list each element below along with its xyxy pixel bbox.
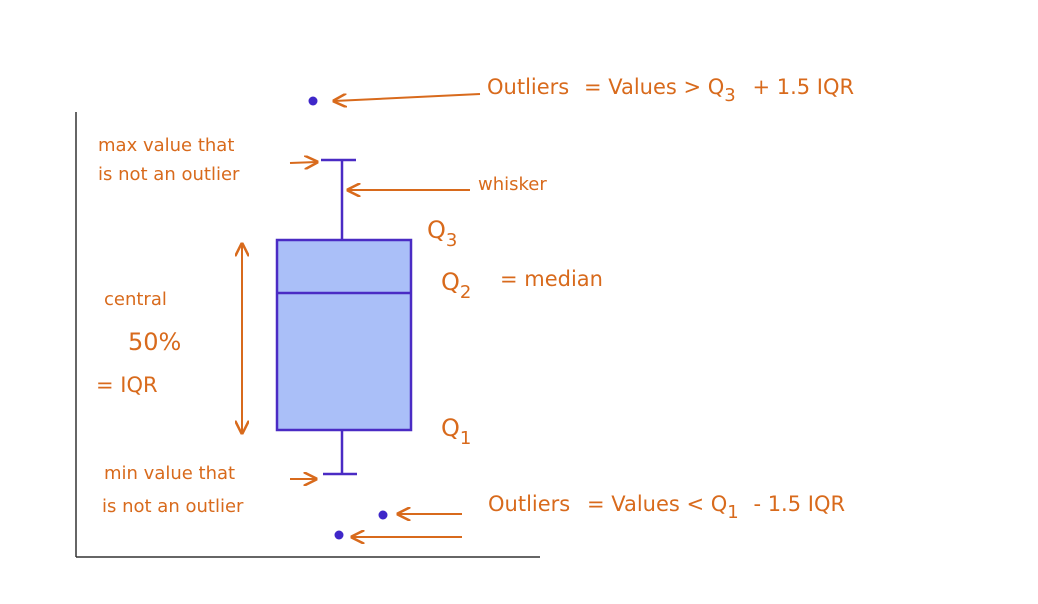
q2-label: Q2 [441, 268, 471, 303]
whisker-label: whisker [478, 174, 547, 195]
iqr-label: = IQR [96, 373, 158, 397]
outliers-top-label: Outliers = Values > Q3 + 1.5 IQR [487, 75, 854, 106]
outlier-point-bottom-left [334, 530, 344, 540]
iqr-box [275, 238, 413, 432]
arrow-max-value [289, 162, 317, 163]
central-label: central [104, 289, 167, 310]
arrow-outlier-top [334, 93, 481, 101]
q1-label: Q1 [441, 414, 471, 449]
percent-label: 50% [128, 328, 181, 356]
min-value-label-line2: is not an outlier [102, 496, 244, 517]
median-label: = median [500, 267, 603, 291]
outliers-bottom-label: Outliers = Values < Q1 - 1.5 IQR [488, 492, 845, 523]
q3-label: Q3 [427, 216, 457, 251]
max-value-label-line1: max value that [98, 135, 234, 156]
min-value-label-line1: min value that [104, 463, 235, 484]
outlier-point-top [308, 96, 318, 106]
max-value-label-line2: is not an outlier [98, 164, 240, 185]
outlier-point-bottom-right [378, 510, 388, 520]
